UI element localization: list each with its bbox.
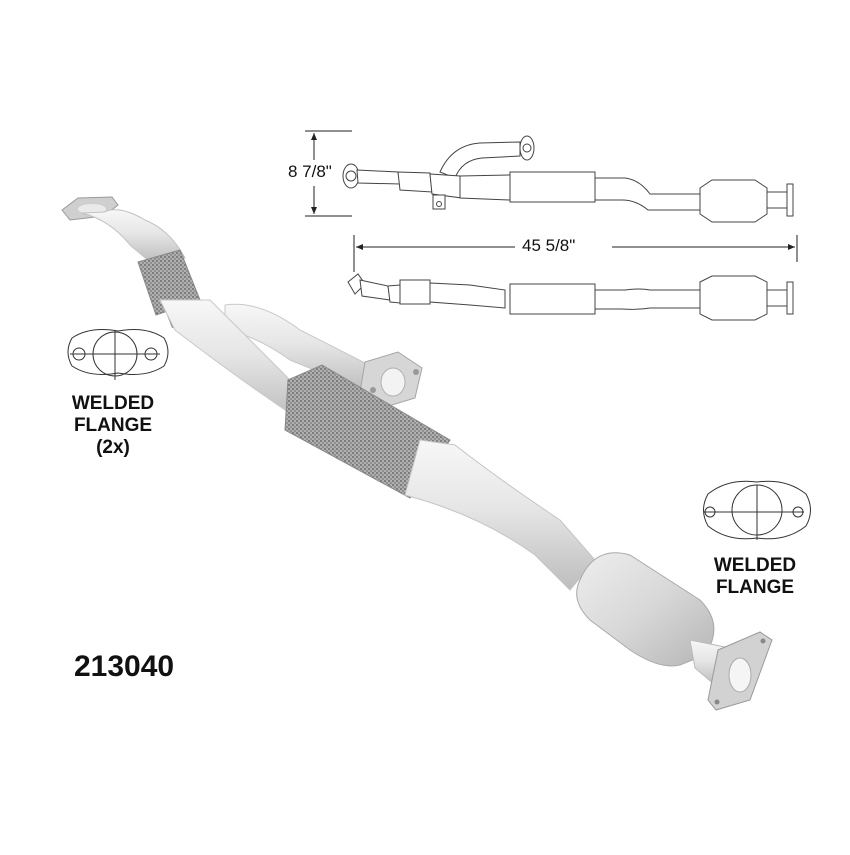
length-dimension	[353, 235, 798, 272]
outlet-flange-callout: WELDED FLANGE	[690, 555, 820, 599]
length-dimension-label: 45 5/8"	[520, 236, 578, 256]
part-number: 213040	[74, 650, 175, 683]
inlet-flange-callout: WELDED FLANGE (2x)	[48, 393, 178, 459]
outlet-flange-icon	[703, 480, 811, 540]
outlet-flange-line1: WELDED	[713, 555, 797, 576]
height-dimension-label: 8 7/8"	[286, 162, 334, 182]
side-view-line-drawing	[347, 273, 794, 321]
inlet-flange-line2: FLANGE	[73, 415, 153, 436]
top-view-line-drawing	[342, 135, 794, 223]
inlet-flange-line1: WELDED	[71, 393, 155, 414]
outlet-flange-line2: FLANGE	[715, 577, 795, 598]
inlet-flange-icon	[67, 329, 169, 380]
main-assembly-render	[61, 196, 773, 711]
height-dimension	[305, 130, 352, 217]
inlet-flange-line3: (2x)	[96, 437, 130, 458]
